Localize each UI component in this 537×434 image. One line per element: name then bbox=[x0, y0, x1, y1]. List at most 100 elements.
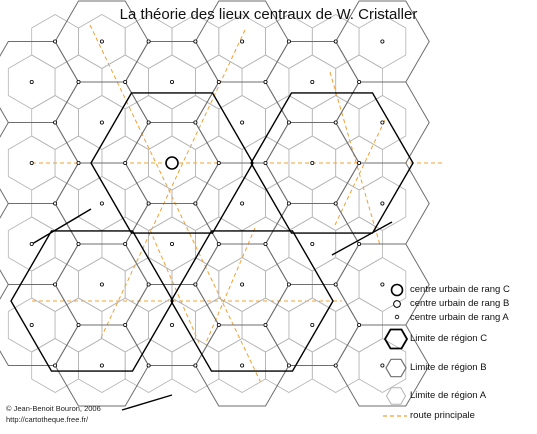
region-c-hexagon bbox=[10, 230, 174, 372]
centre-a bbox=[123, 160, 128, 165]
legend-label-region-a: Limite de région A bbox=[410, 390, 487, 401]
region-c-boundary bbox=[31, 208, 92, 245]
centre-a bbox=[169, 322, 174, 327]
centre-a bbox=[29, 322, 34, 327]
centre-a bbox=[146, 282, 151, 287]
legend-label-region-b: Limite de région B bbox=[410, 362, 487, 373]
centre-a bbox=[146, 201, 151, 206]
credit-author: © Jean-Benoit Bouron, 2006 bbox=[6, 404, 101, 413]
region-b-hexagon bbox=[0, 203, 80, 285]
centre-a bbox=[99, 120, 104, 125]
centre-a bbox=[240, 39, 245, 44]
centre-a bbox=[240, 363, 245, 368]
centre-a bbox=[380, 120, 385, 125]
centre-a bbox=[310, 160, 315, 165]
legend-region-c bbox=[383, 328, 409, 350]
credit-url: http://cartotheque.free.fr/ bbox=[6, 415, 89, 424]
legend-region-a bbox=[385, 387, 407, 405]
centre-a bbox=[53, 363, 58, 368]
region-b-hexagon bbox=[0, 41, 80, 123]
centre-a bbox=[263, 80, 268, 85]
centre-a bbox=[263, 322, 268, 327]
centre-a bbox=[99, 282, 104, 287]
centre-a bbox=[357, 241, 362, 246]
centre-a bbox=[357, 80, 362, 85]
centre-a bbox=[333, 201, 338, 206]
main-road bbox=[334, 119, 386, 226]
centre-a bbox=[76, 160, 81, 165]
centre-a bbox=[53, 120, 58, 125]
centre-a bbox=[169, 80, 174, 85]
centre-a bbox=[146, 39, 151, 44]
region-a-hexagon bbox=[358, 338, 407, 393]
region-c-boundary bbox=[121, 394, 173, 411]
region-c-hexagon bbox=[170, 230, 334, 372]
centre-a bbox=[310, 80, 315, 85]
centre-a bbox=[99, 201, 104, 206]
centre-a bbox=[29, 241, 34, 246]
centre-a bbox=[380, 201, 385, 206]
centre-a bbox=[99, 39, 104, 44]
centre-a bbox=[380, 39, 385, 44]
centre-a bbox=[193, 120, 198, 125]
centre-a bbox=[193, 39, 198, 44]
centre-a bbox=[240, 201, 245, 206]
centre-c bbox=[165, 156, 179, 170]
legend-centre-b bbox=[393, 300, 401, 308]
centre-a bbox=[357, 160, 362, 165]
centre-a bbox=[53, 282, 58, 287]
region-a-boundaries bbox=[7, 14, 407, 393]
legend-label-centre-c: centre urbain de rang C bbox=[410, 284, 510, 295]
centre-a bbox=[193, 363, 198, 368]
centre-a bbox=[333, 282, 338, 287]
legend-symbols bbox=[383, 283, 409, 417]
region-b-hexagon bbox=[0, 284, 80, 366]
centre-a bbox=[286, 201, 291, 206]
centre-a bbox=[216, 322, 221, 327]
centre-a bbox=[29, 80, 34, 85]
region-c-boundaries bbox=[10, 92, 414, 411]
centre-a bbox=[216, 160, 221, 165]
legend-centre-a bbox=[394, 314, 400, 320]
centre-a bbox=[357, 322, 362, 327]
centre-a bbox=[123, 80, 128, 85]
centre-a bbox=[286, 39, 291, 44]
main-road bbox=[329, 71, 381, 246]
main-road bbox=[99, 29, 246, 341]
main-roads bbox=[32, 24, 442, 386]
centre-a bbox=[76, 322, 81, 327]
legend-label-road: route principale bbox=[410, 410, 475, 421]
legend-label-centre-a: centre urbain de rang A bbox=[410, 312, 509, 323]
centre-a bbox=[310, 322, 315, 327]
centre-a bbox=[263, 160, 268, 165]
legend-centre-c bbox=[390, 283, 404, 297]
main-road bbox=[204, 227, 256, 346]
region-b-boundaries bbox=[0, 0, 430, 407]
centre-a bbox=[286, 120, 291, 125]
centre-a bbox=[380, 282, 385, 287]
centre-a bbox=[193, 282, 198, 287]
centre-a bbox=[76, 241, 81, 246]
legend-label-region-c: Limite de région C bbox=[410, 333, 488, 344]
centre-a bbox=[146, 120, 151, 125]
urban-centres bbox=[29, 39, 385, 368]
centre-a bbox=[53, 201, 58, 206]
centre-a bbox=[216, 241, 221, 246]
centre-a bbox=[333, 120, 338, 125]
centre-a bbox=[193, 201, 198, 206]
centre-a bbox=[286, 282, 291, 287]
centre-a bbox=[169, 241, 174, 246]
centre-a bbox=[310, 241, 315, 246]
centre-a bbox=[53, 39, 58, 44]
diagram-title: La théorie des lieux centraux de W. Cris… bbox=[119, 6, 418, 23]
centre-a bbox=[240, 282, 245, 287]
legend-label-centre-b: centre urbain de rang B bbox=[410, 298, 510, 309]
centre-a bbox=[333, 39, 338, 44]
centre-a bbox=[333, 363, 338, 368]
centre-a bbox=[29, 160, 34, 165]
region-c-hexagon bbox=[90, 92, 254, 234]
centre-a bbox=[76, 80, 81, 85]
centre-a bbox=[286, 363, 291, 368]
centre-a bbox=[216, 80, 221, 85]
